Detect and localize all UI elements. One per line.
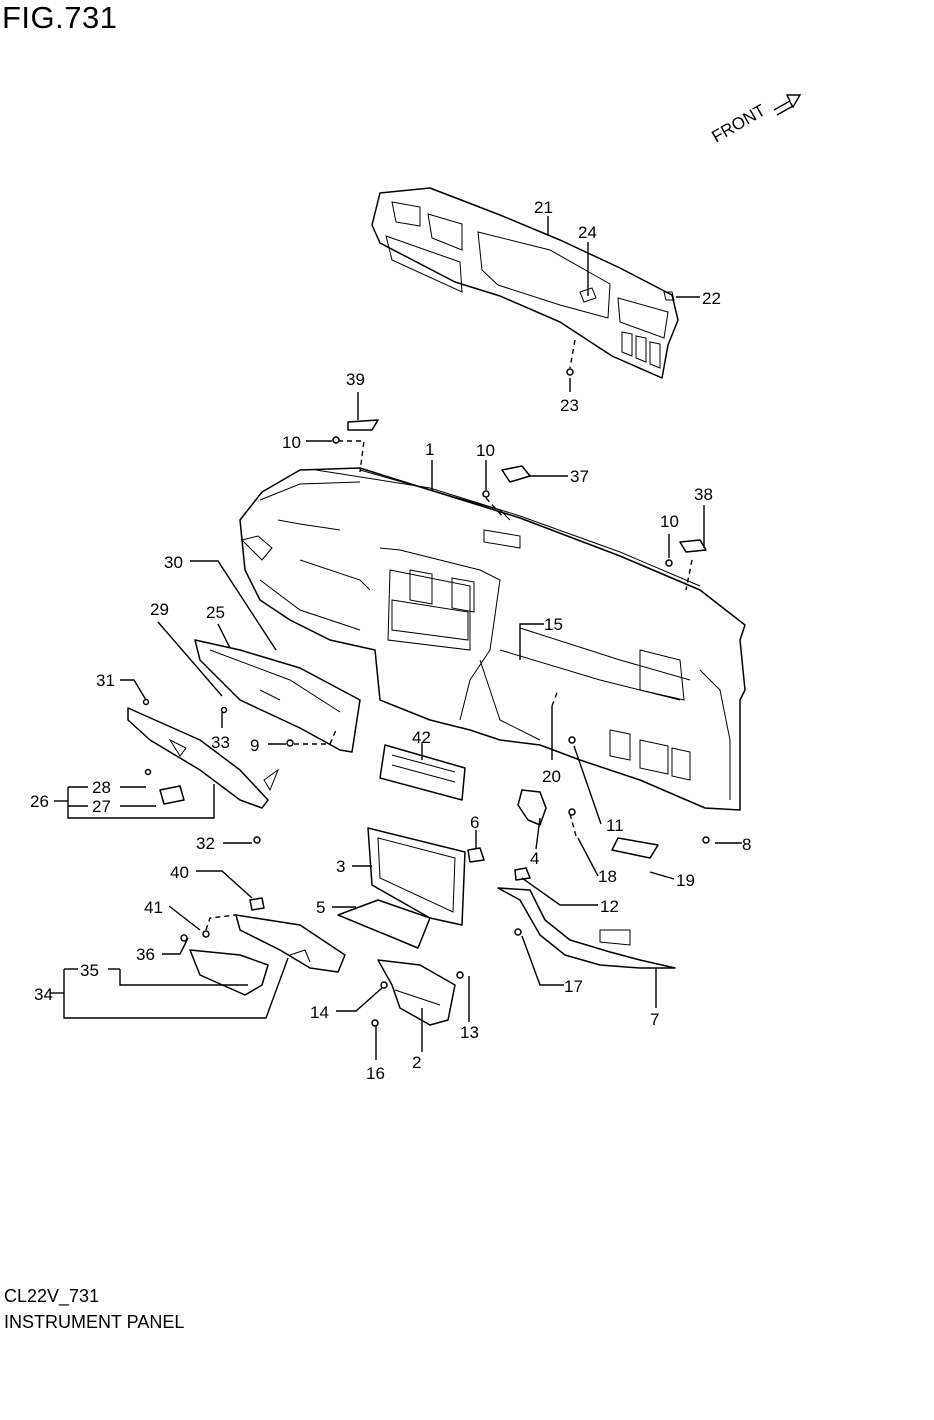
callout-numbers: 21 24 22 23 39 10 1 10 37 38 10 30 29 25… <box>30 198 751 1083</box>
bracket-4-part <box>517 789 547 826</box>
glove-frame-part <box>367 827 466 926</box>
cluster-bezel-part <box>371 187 679 379</box>
callout-41: 41 <box>144 898 163 917</box>
callout-20: 20 <box>542 767 561 786</box>
lower-console-part <box>189 914 346 996</box>
callout-12: 12 <box>600 897 619 916</box>
callout-26: 26 <box>30 792 49 811</box>
glovebox-door-part <box>127 707 280 809</box>
callout-24: 24 <box>578 223 597 242</box>
callout-10b: 10 <box>476 441 495 460</box>
callout-22: 22 <box>702 289 721 308</box>
callout-21: 21 <box>534 198 553 217</box>
callout-33: 33 <box>211 733 230 752</box>
callout-4: 4 <box>530 849 539 868</box>
front-indicator: FRONT <box>709 94 802 147</box>
callout-27: 27 <box>92 797 111 816</box>
callout-10c: 10 <box>660 512 679 531</box>
small-parts <box>142 368 710 1027</box>
glovebox-side-panel-part <box>194 639 361 753</box>
callout-29: 29 <box>150 600 169 619</box>
callout-38: 38 <box>694 485 713 504</box>
figure-title: FIG.731 <box>2 0 118 35</box>
callout-14: 14 <box>310 1003 329 1022</box>
callout-15: 15 <box>544 615 563 634</box>
callout-8: 8 <box>742 835 751 854</box>
center-bracket-part <box>377 959 456 1026</box>
callout-30: 30 <box>164 553 183 572</box>
callout-17: 17 <box>564 977 583 996</box>
pad-5-part <box>337 899 431 949</box>
diagram-caption: INSTRUMENT PANEL <box>4 1312 185 1332</box>
callout-1: 1 <box>425 440 434 459</box>
callout-19: 19 <box>676 871 695 890</box>
callout-9: 9 <box>250 736 259 755</box>
callout-23: 23 <box>560 396 579 415</box>
bracket-42-part <box>379 744 466 801</box>
callout-32: 32 <box>196 834 215 853</box>
leader-lines <box>50 216 742 1060</box>
front-label: FRONT <box>709 101 769 147</box>
callout-25: 25 <box>206 603 225 622</box>
callout-28: 28 <box>92 778 111 797</box>
callout-10a: 10 <box>282 433 301 452</box>
callout-6: 6 <box>470 813 479 832</box>
diagram-code: CL22V_731 <box>4 1286 100 1306</box>
callout-37: 37 <box>570 467 589 486</box>
front-arrow-icon <box>773 94 802 116</box>
callout-42: 42 <box>412 728 431 747</box>
callout-40: 40 <box>170 863 189 882</box>
callout-13: 13 <box>460 1023 479 1042</box>
callout-3: 3 <box>336 857 345 876</box>
callout-36: 36 <box>136 945 155 964</box>
callout-2: 2 <box>412 1053 421 1072</box>
callout-11: 11 <box>606 816 624 835</box>
callout-31: 31 <box>96 671 115 690</box>
vent-19-part <box>611 837 659 859</box>
instrument-panel-part <box>239 467 746 811</box>
callout-16: 16 <box>366 1064 385 1083</box>
callout-18: 18 <box>598 867 617 886</box>
callout-35: 35 <box>80 961 99 980</box>
callout-7: 7 <box>650 1010 659 1029</box>
callout-39: 39 <box>346 370 365 389</box>
lower-brace-part <box>497 887 676 969</box>
callout-34: 34 <box>34 985 53 1004</box>
callout-5: 5 <box>316 898 325 917</box>
